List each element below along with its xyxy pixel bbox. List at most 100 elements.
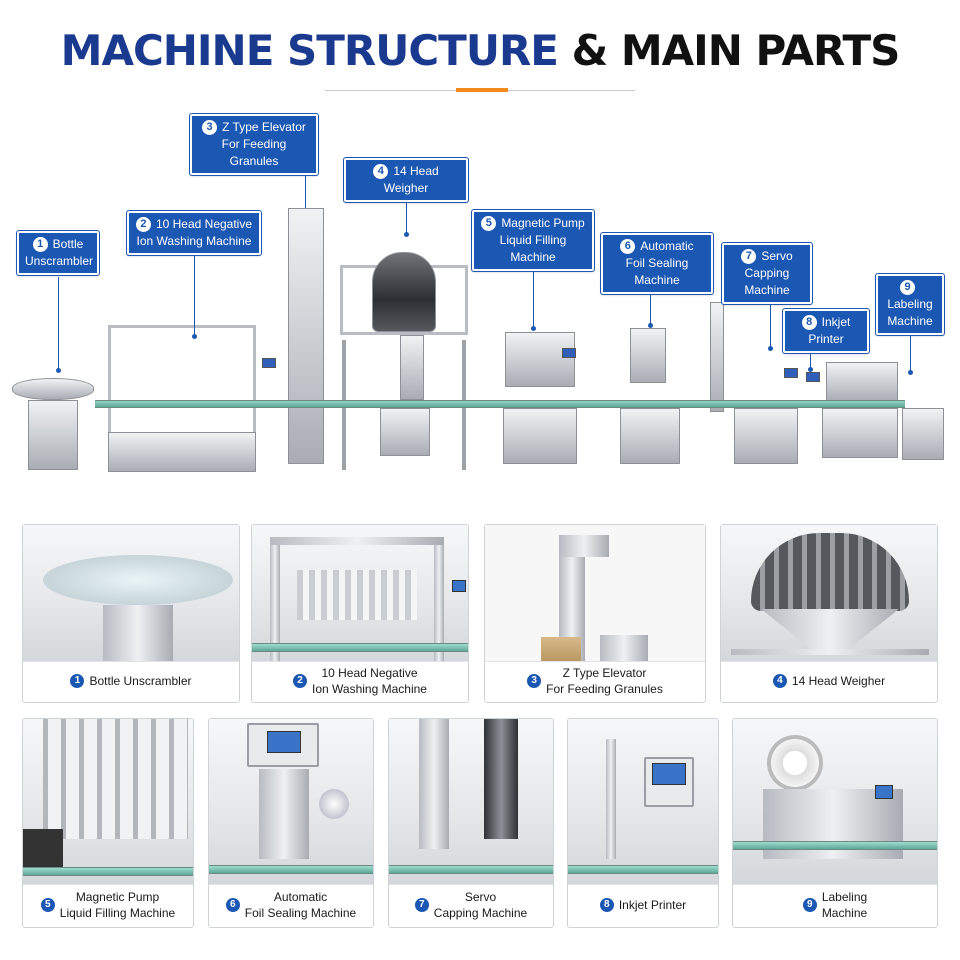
photo-element-hopper-left bbox=[541, 637, 581, 661]
caption-bottle-unscrambler: 1 Bottle Unscrambler bbox=[23, 660, 239, 702]
photo-element-frame-right bbox=[434, 537, 444, 661]
photo-element-control-panel bbox=[247, 723, 319, 767]
photo-element-sealing-head bbox=[259, 769, 309, 859]
inkjet-control-screen bbox=[806, 372, 820, 382]
leader-line-6 bbox=[650, 277, 651, 325]
photo-element-capper-right bbox=[484, 719, 518, 839]
title-part-blue: MACHINE STRUCTURE bbox=[60, 26, 559, 75]
photo-element-screen bbox=[452, 580, 466, 592]
caption-number-badge: 8 bbox=[599, 898, 614, 912]
leader-dot-1 bbox=[56, 368, 61, 373]
callout-number-badge: 5 bbox=[481, 216, 497, 232]
leader-line-1 bbox=[58, 277, 59, 370]
machine-bottle-unscrambler bbox=[12, 378, 94, 400]
machine-sealer-base bbox=[620, 408, 680, 464]
photo-element-pump bbox=[23, 829, 63, 869]
photo-z-elevator bbox=[485, 525, 705, 662]
machine-sealer-head bbox=[630, 328, 666, 383]
photo-element-weigher-rail bbox=[731, 649, 929, 655]
photo-element-nozzles bbox=[297, 570, 417, 620]
leader-line-3 bbox=[305, 168, 306, 208]
caption-text: Inkjet Printer bbox=[618, 898, 687, 912]
card-inkjet-printer: 8 Inkjet Printer bbox=[567, 718, 719, 928]
leader-dot-5 bbox=[531, 326, 536, 331]
capper-control-screen bbox=[784, 368, 798, 378]
leader-dot-2 bbox=[192, 334, 197, 339]
callout-number-badge: 4 bbox=[373, 164, 389, 180]
photo-labeling-machine bbox=[733, 719, 937, 885]
card-bottle-unscrambler: 1 Bottle Unscrambler bbox=[22, 524, 240, 703]
callout-number-badge: 2 bbox=[135, 217, 151, 233]
photo-element-capper-left bbox=[419, 719, 449, 849]
photo-element-belt bbox=[23, 867, 193, 876]
machine-capper-base bbox=[734, 408, 798, 464]
caption-number-badge: 5 bbox=[40, 898, 55, 912]
title-part-dark: & MAIN PARTS bbox=[571, 26, 901, 75]
caption-number-badge: 7 bbox=[414, 898, 429, 912]
leader-line-7 bbox=[770, 286, 771, 348]
machine-filler-base bbox=[503, 408, 577, 464]
photo-element-belt bbox=[389, 865, 553, 874]
photo-element-screen bbox=[875, 785, 893, 799]
photo-bottle-unscrambler bbox=[23, 525, 239, 662]
caption-number-badge: 6 bbox=[225, 898, 240, 912]
leader-dot-6 bbox=[648, 323, 653, 328]
caption-number-badge: 4 bbox=[772, 674, 787, 688]
caption-head-weigher: 4 14 Head Weigher bbox=[721, 660, 937, 702]
machine-bottle-unscrambler-base bbox=[28, 400, 78, 470]
caption-text: 14 Head Weigher bbox=[791, 674, 886, 688]
card-head-weigher: 4 14 Head Weigher bbox=[720, 524, 938, 703]
photo-element-column bbox=[103, 605, 173, 661]
photo-element-weigher-cone bbox=[761, 609, 899, 653]
leader-dot-7 bbox=[768, 346, 773, 351]
caption-inkjet-printer: 8 Inkjet Printer bbox=[568, 883, 718, 927]
photo-element-belt bbox=[209, 865, 373, 874]
machine-z-elevator bbox=[288, 208, 324, 464]
machine-labeler-outfeed bbox=[902, 408, 944, 460]
callout-number-badge: 8 bbox=[801, 315, 817, 331]
machine-capper-column bbox=[710, 302, 724, 412]
leader-dot-9 bbox=[908, 370, 913, 375]
photo-element-belt bbox=[733, 841, 937, 850]
photo-element-belt bbox=[568, 865, 718, 874]
photo-washing-machine bbox=[252, 525, 468, 662]
machine-washer-base bbox=[108, 432, 256, 472]
caption-number-badge: 9 bbox=[802, 898, 817, 912]
machine-weigher-hopper bbox=[400, 335, 424, 400]
leader-line-4 bbox=[406, 186, 407, 234]
photo-element-gauge bbox=[319, 789, 349, 819]
production-line-illustration bbox=[0, 180, 960, 480]
leader-line-2 bbox=[194, 256, 195, 336]
photo-element-frame-left bbox=[270, 537, 280, 661]
machine-labeler-base bbox=[822, 408, 898, 458]
leader-line-5 bbox=[533, 253, 534, 328]
machine-filler-top bbox=[505, 332, 575, 387]
photo-element-weigher-buckets bbox=[751, 533, 909, 611]
leader-dot-8 bbox=[808, 367, 813, 372]
conveyor-belt bbox=[95, 400, 905, 408]
photo-capping-machine bbox=[389, 719, 553, 885]
caption-text: Bottle Unscrambler bbox=[89, 674, 192, 688]
machine-weigher-base bbox=[380, 408, 430, 456]
washer-control-screen bbox=[262, 358, 276, 368]
